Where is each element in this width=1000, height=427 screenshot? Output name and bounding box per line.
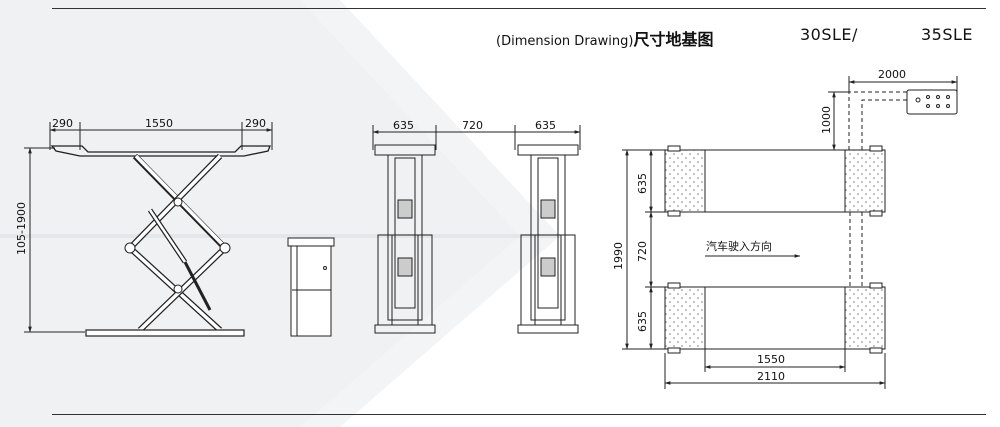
plan-dim-total-width: 1990 (612, 242, 625, 270)
plan-dim-control-x: 2000 (878, 68, 906, 81)
plan-dim-gap: 720 (636, 241, 649, 262)
plan-dim-1550: 1550 (757, 353, 785, 366)
direction-label: 汽车驶入方向 (706, 239, 772, 253)
front-column-right (517, 144, 579, 334)
front-dim-gap: 720 (462, 119, 483, 132)
side-dim-middle: 1550 (145, 117, 173, 130)
side-view (24, 122, 273, 337)
title-english: (Dimension Drawing) (496, 34, 634, 49)
plan-view (622, 76, 958, 389)
bottom-rule (52, 414, 986, 415)
side-dim-height: 105-1900 (15, 202, 28, 255)
model-label-30sle: 30SLE/ (800, 25, 858, 44)
top-rule (52, 8, 986, 9)
plan-dim-bottom-pad: 635 (636, 311, 649, 332)
side-dim-right: 290 (245, 117, 266, 130)
model-label-35sle: 35SLE (921, 25, 974, 44)
front-column-left (374, 144, 436, 334)
page-title: (Dimension Drawing)尺寸地基图 (496, 26, 713, 50)
control-cabinet (287, 237, 335, 337)
title-chinese: 尺寸地基图 (633, 30, 714, 49)
front-view (372, 125, 581, 334)
front-dim-right: 635 (535, 119, 556, 132)
front-dim-left: 635 (393, 119, 414, 132)
plan-dim-2110: 2110 (757, 370, 785, 383)
plan-dim-control-y: 1000 (820, 106, 833, 134)
plan-dim-top-pad: 635 (636, 173, 649, 194)
side-dim-left: 290 (52, 117, 73, 130)
